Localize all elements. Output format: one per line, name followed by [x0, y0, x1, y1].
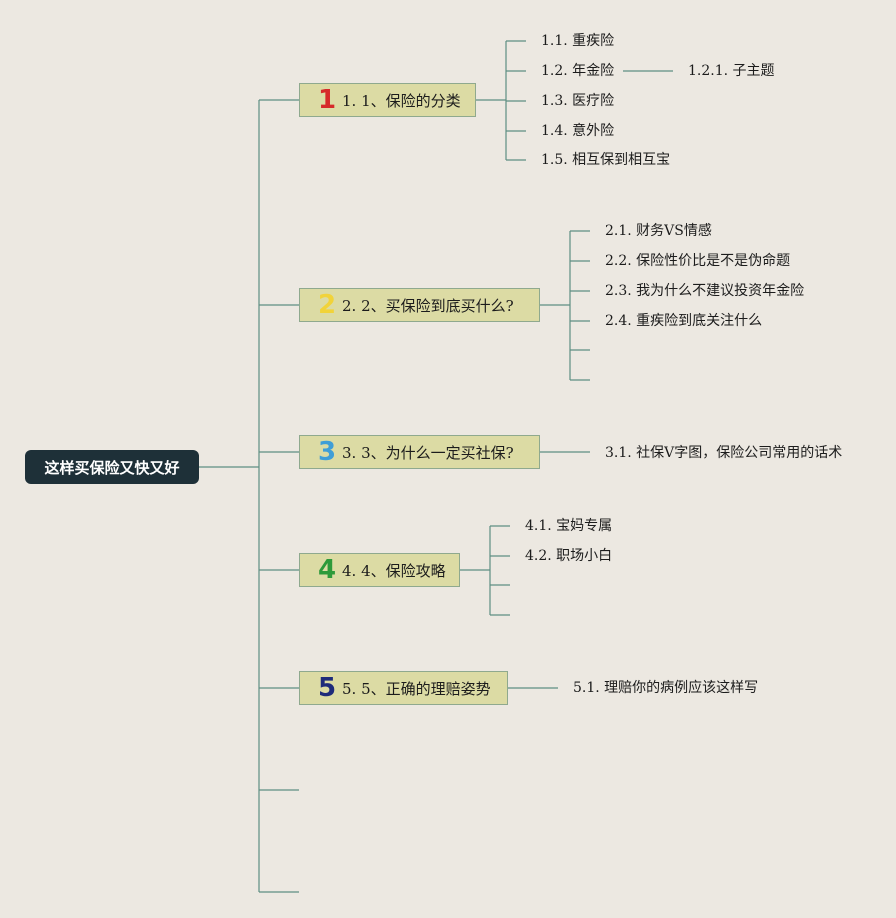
- subtopic-3-1[interactable]: 3.1. 社保V字图，保险公司常用的话术: [605, 445, 843, 461]
- root-topic[interactable]: 这样买保险又快又好: [25, 450, 199, 484]
- topic-3-label: 3. 3、为什么一定买社保?: [342, 443, 514, 462]
- topic-1-label: 1. 1、保险的分类: [342, 91, 461, 110]
- subtopic-4-1[interactable]: 4.1. 宝妈专属: [525, 518, 613, 534]
- subtopic-1-3[interactable]: 1.3. 医疗险: [541, 93, 615, 109]
- number-2-icon: 2: [317, 290, 337, 320]
- subtopic-2-3[interactable]: 2.3. 我为什么不建议投资年金险: [605, 283, 805, 299]
- number-3-icon: 3: [317, 437, 337, 467]
- root-topic-label: 这样买保险又快又好: [44, 458, 180, 477]
- subtopic-4-2[interactable]: 4.2. 职场小白: [525, 548, 613, 564]
- topic-1[interactable]: 1 1. 1、保险的分类: [299, 83, 476, 117]
- subtopic-2-2[interactable]: 2.2. 保险性价比是不是伪命题: [605, 253, 791, 269]
- number-5-icon: 5: [317, 673, 337, 703]
- topic-2-label: 2. 2、买保险到底买什么?: [342, 296, 514, 315]
- number-4-icon: 4: [317, 555, 337, 585]
- subtopic-1-1[interactable]: 1.1. 重疾险: [541, 33, 615, 49]
- subtopic-1-4[interactable]: 1.4. 意外险: [541, 123, 615, 139]
- subtopic-1-2[interactable]: 1.2. 年金险: [541, 63, 615, 79]
- topic-2[interactable]: 2 2. 2、买保险到底买什么?: [299, 288, 540, 322]
- subtopic-1-2-1[interactable]: 1.2.1. 子主题: [688, 63, 775, 79]
- topic-5-label: 5. 5、正确的理赔姿势: [342, 679, 491, 698]
- topic-3[interactable]: 3 3. 3、为什么一定买社保?: [299, 435, 540, 469]
- subtopic-5-1[interactable]: 5.1. 理赔你的病例应该这样写: [573, 680, 759, 696]
- subtopic-2-4[interactable]: 2.4. 重疾险到底关注什么: [605, 313, 763, 329]
- topic-4-label: 4. 4、保险攻略: [342, 561, 446, 580]
- subtopic-1-5[interactable]: 1.5. 相互保到相互宝: [541, 152, 671, 168]
- topic-5[interactable]: 5 5. 5、正确的理赔姿势: [299, 671, 508, 705]
- number-1-icon: 1: [317, 85, 337, 115]
- subtopic-2-1[interactable]: 2.1. 财务VS情感: [605, 223, 712, 239]
- topic-4[interactable]: 4 4. 4、保险攻略: [299, 553, 460, 587]
